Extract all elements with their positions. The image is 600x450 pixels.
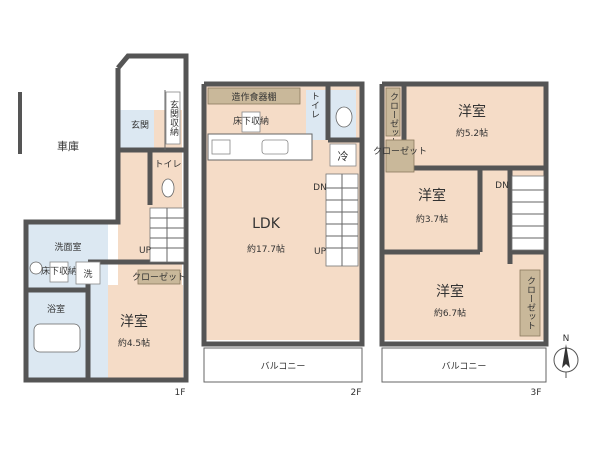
f3-room-c-label: 洋室 [436,283,464,300]
f2-underfloor-label: 床下収納 [233,115,269,127]
floor-label-3f: 3F [531,388,542,398]
sink-icon [29,261,43,275]
bathtub-icon [33,323,81,353]
f1-entrance-storage-label: 玄関収納 [168,99,179,137]
compass-icon: N [553,334,579,378]
f2-toilet-icon [335,106,353,128]
floor-1f: 車庫 玄関 玄関収納 トイレ UP 洗面室 [18,53,189,398]
f3-closet-top [385,87,401,137]
f3-room-c-size: 約6.7帖 [434,307,466,319]
f1-closet [137,269,181,285]
f1-bath-label: 浴室 [47,303,65,315]
f3-closet-top-label: クローゼット [388,92,399,146]
f3-closet-mid-label: クローゼット [373,145,427,157]
garage-edge [18,92,22,154]
f2-stair-up-label: UP [314,247,327,257]
f1-western-size: 約4.5帖 [118,337,150,349]
f1-underfloor-label: 床下収納 [41,265,77,277]
f1-western-label: 洋室 [120,313,148,330]
f2-ldk-label: LDK [252,216,281,232]
f3-stair-dn-label: DN [495,181,509,191]
f1-underfloor-box [49,261,69,283]
f3-closet-mid [385,139,415,173]
floor-label-1f: 1F [175,388,186,398]
built-in-cupboard [207,87,301,105]
f2-stair [325,173,359,267]
fridge-box [329,143,357,167]
f1-toilet-icon [161,178,175,198]
f3-balcony [381,347,547,383]
f3-balcony-label: バルコニー [442,361,487,372]
f3-room-b-size: 約3.7帖 [416,213,448,225]
f1-washroom-label: 洗面室 [54,241,81,253]
f3-stair [511,175,545,251]
f2-underfloor-box [241,111,261,133]
kitchen-sink-icon [261,139,289,155]
f1-wet-floor [28,222,108,382]
f2-fridge-label: 冷 [338,150,349,163]
floor-2f: バルコニー 造作食器棚 トイレ 床下収納 冷 DN UP [201,81,365,398]
f3-room-a-size: 約5.2帖 [456,127,488,139]
garage-label: 車庫 [57,139,79,153]
f1-closet-label: クローゼット [132,271,186,283]
f3-closet-right [519,269,541,337]
f2-toilet-label: トイレ [309,92,320,119]
f1-entrance-label: 玄関 [131,119,149,131]
f2-balcony-label: バルコニー [261,361,306,372]
f3-room-a-label: 洋室 [458,103,486,120]
f3-room-b-label: 洋室 [418,187,446,204]
f2-stair-dn-label: DN [313,183,327,193]
compass-north-label: N [563,334,570,344]
f3-closet-right-label: クローゼット [525,276,536,330]
f1-washer-label: 洗 [83,268,92,280]
f2-cupboard-label: 造作食器棚 [231,91,276,103]
f1-stair-up-label: UP [139,246,152,256]
stove-icon [211,139,231,155]
f1-toilet-label: トイレ [154,160,181,170]
entrance-storage [165,91,181,145]
floor-3f: バルコニー クローゼット クローゼット クローゼット 洋室 約5.2帖 洋室 約… [373,81,549,398]
f1-stair [149,207,185,263]
f1-entrance-floor [118,110,154,150]
f2-balcony [203,347,363,383]
f2-ldk-size: 約17.7帖 [247,243,285,255]
washer-box [75,261,101,285]
floor-label-2f: 2F [351,388,362,398]
